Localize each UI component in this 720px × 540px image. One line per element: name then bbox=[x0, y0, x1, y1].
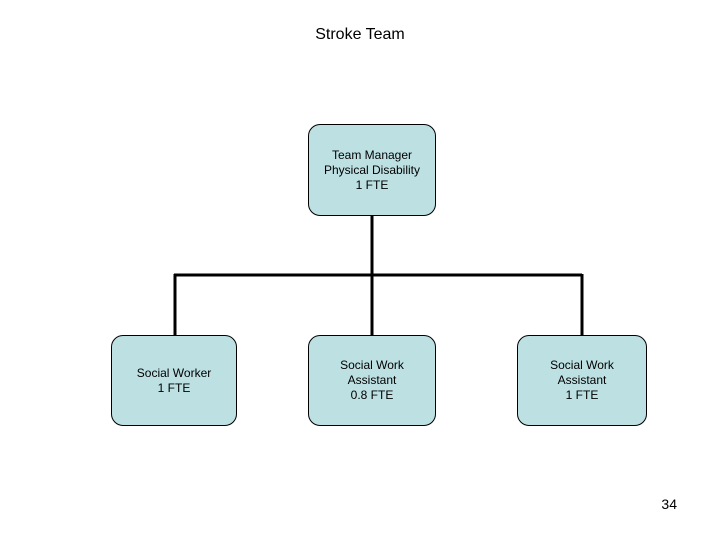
node-line: Social Work bbox=[340, 358, 404, 372]
node-line: Team Manager bbox=[331, 147, 413, 162]
node-line: 1 FTE bbox=[157, 380, 191, 395]
node-line: 1 FTE bbox=[565, 388, 599, 402]
node-social-work-assistant-08: Social Work Assistant 0.8 FTE bbox=[308, 335, 436, 426]
node-line: Social Work bbox=[550, 358, 614, 372]
page-number: 34 bbox=[661, 496, 677, 512]
node-line: 0.8 FTE bbox=[350, 388, 394, 402]
node-team-manager: Team Manager Physical Disability 1 FTE bbox=[308, 124, 436, 216]
diagram-title: Stroke Team bbox=[315, 26, 405, 43]
node-social-work-assistant-1: Social Work Assistant 1 FTE bbox=[517, 335, 647, 426]
node-social-worker: Social Worker 1 FTE bbox=[111, 335, 237, 426]
node-line: Physical Disability bbox=[323, 162, 421, 177]
node-line: Social Worker bbox=[136, 365, 212, 380]
node-line: Assistant bbox=[557, 373, 607, 387]
node-line: Assistant bbox=[347, 373, 397, 387]
node-line: 1 FTE bbox=[355, 177, 389, 192]
